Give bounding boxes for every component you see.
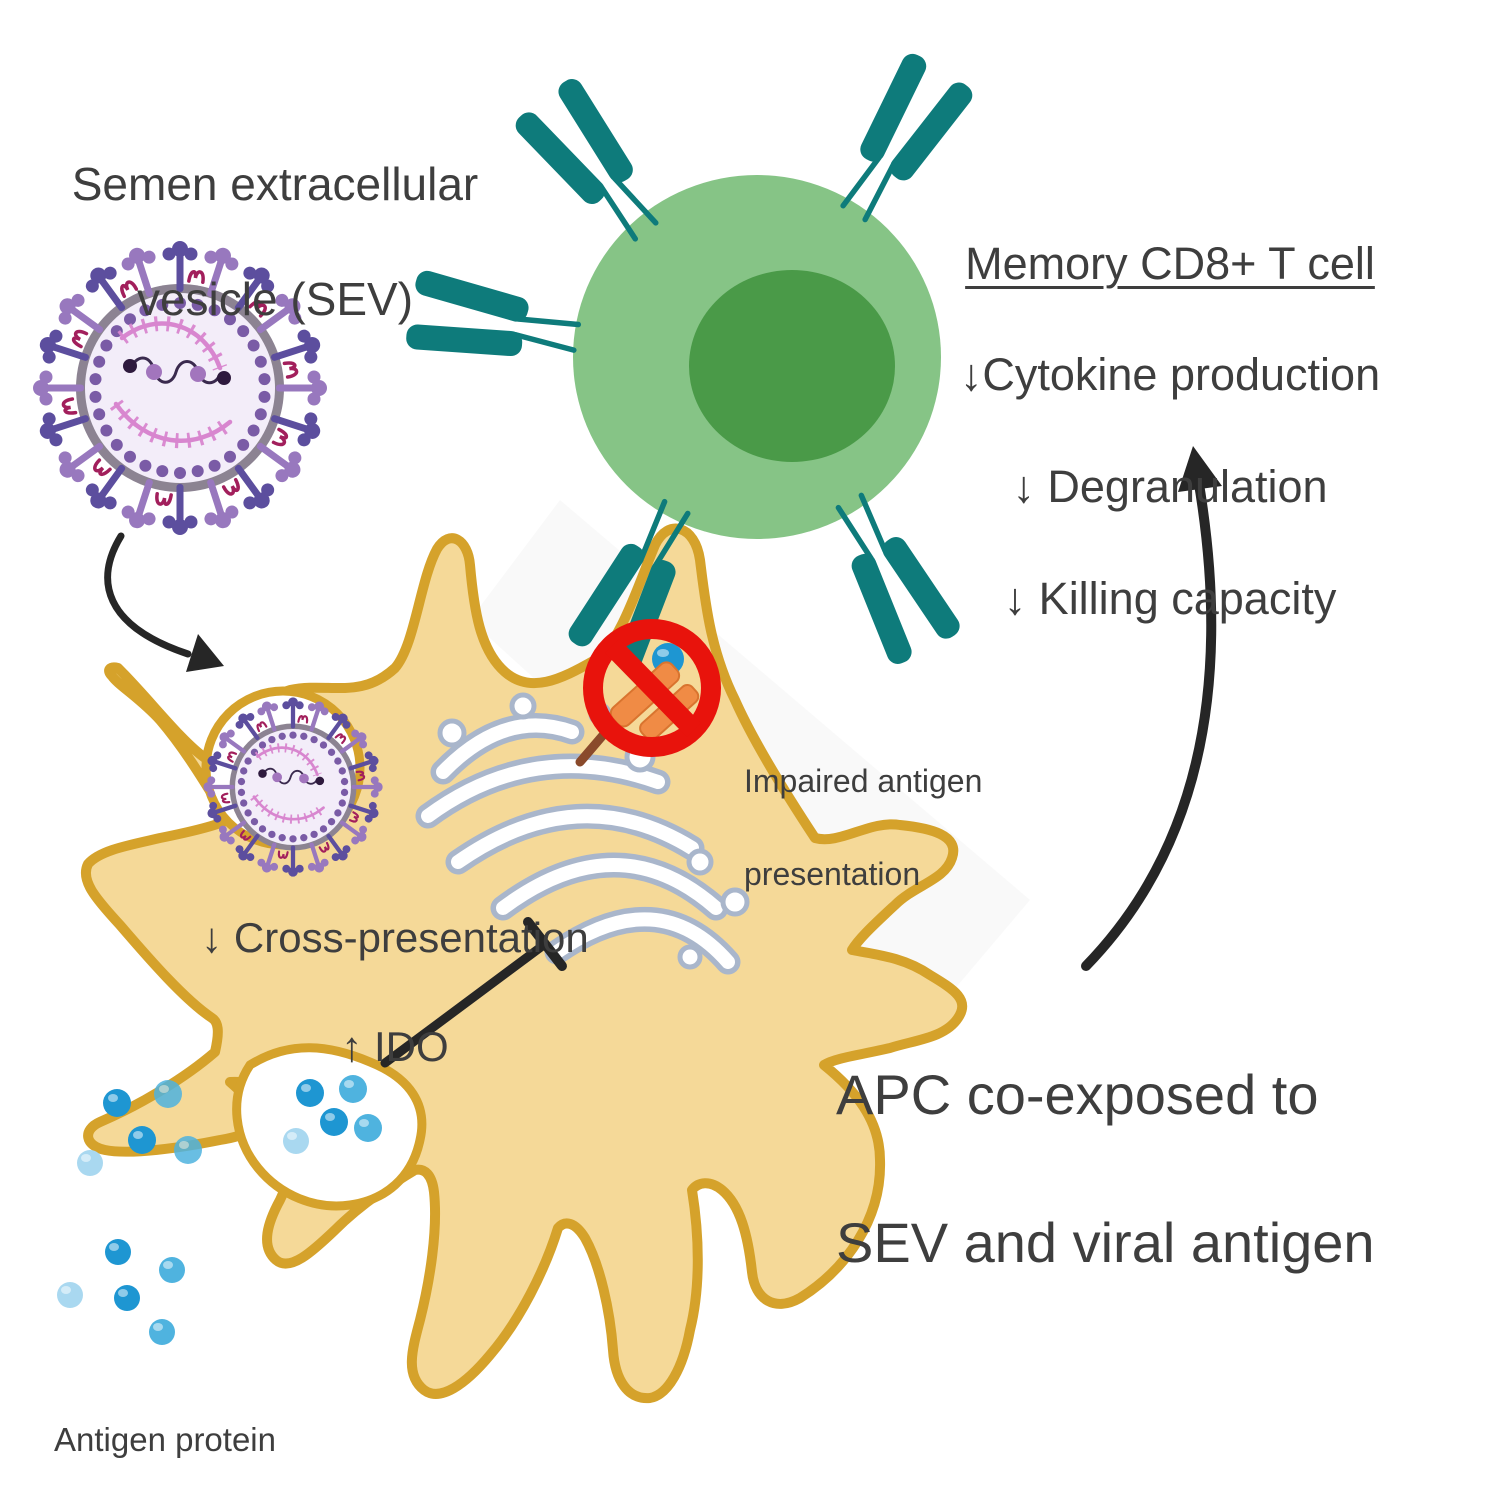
antigen-dot [114, 1285, 140, 1311]
memory-effect-1: ↓Cytokine production [959, 349, 1381, 401]
antigen-dot [105, 1239, 131, 1265]
crosspres-line: ↓ Cross-presentation [201, 913, 589, 961]
sev-label-line2: vesicle (SEV) [136, 272, 414, 325]
antigen-label-line1: Antigen protein [54, 1420, 276, 1458]
memory-tcell-title: Memory CD8+ T cell [965, 237, 1375, 289]
tcell-nucleus [689, 270, 895, 462]
memory-effect-2: ↓ Degranulation [1012, 460, 1328, 512]
antigen-dot [159, 1257, 185, 1283]
antigen-dot [149, 1319, 175, 1345]
antigen-dot [57, 1282, 83, 1308]
antigen-dot [339, 1075, 367, 1103]
apc-internal-label: ↓ Cross-presentation ↑ IDO [175, 856, 615, 1129]
antigen-dot [283, 1128, 309, 1154]
no-antigen-presentation-icon [575, 619, 721, 767]
antigen-dot [174, 1136, 202, 1164]
impaired-line2: presentation [744, 856, 921, 893]
apc-label: APC co-exposed to SEV and viral antigen [836, 984, 1456, 1354]
memory-tcell-label: Memory CD8+ T cell ↓Cytokine production … [930, 180, 1410, 682]
impaired-presentation-label: Impaired antigen presentation [744, 712, 1064, 944]
antigen-dot [77, 1150, 103, 1176]
antigen-dot [320, 1108, 348, 1136]
antigen-dot [103, 1089, 131, 1117]
antigen-dot [296, 1079, 324, 1107]
sev-label-line1: Semen extracellular [71, 157, 479, 210]
sev-particle [33, 241, 327, 535]
apc-to-tcell-arrow [1081, 446, 1222, 971]
memory-effect-3: ↓ Killing capacity [1003, 572, 1337, 624]
golgi-apparatus [415, 692, 750, 975]
ido-line: ↑ IDO [341, 1022, 449, 1070]
apc-label-line2: SEV and viral antigen [836, 1210, 1375, 1274]
antigen-label: Antigen protein or peptide [54, 1368, 394, 1500]
sev-to-apc-arrow [104, 532, 224, 672]
sev-label: Semen extracellular vesicle (SEV) [40, 98, 510, 386]
apc-label-line1: APC co-exposed to [836, 1062, 1319, 1126]
impaired-line1: Impaired antigen [744, 763, 983, 800]
antigen-dots [57, 1075, 382, 1345]
memory-cd8-tcell [403, 48, 978, 676]
inhibition-arrow [380, 917, 567, 1068]
apc-cell [80, 523, 968, 1404]
antigen-dot [354, 1114, 382, 1142]
antigen-dot [128, 1126, 156, 1154]
antigen-dot [154, 1080, 182, 1108]
engulfed-sev [203, 697, 383, 877]
